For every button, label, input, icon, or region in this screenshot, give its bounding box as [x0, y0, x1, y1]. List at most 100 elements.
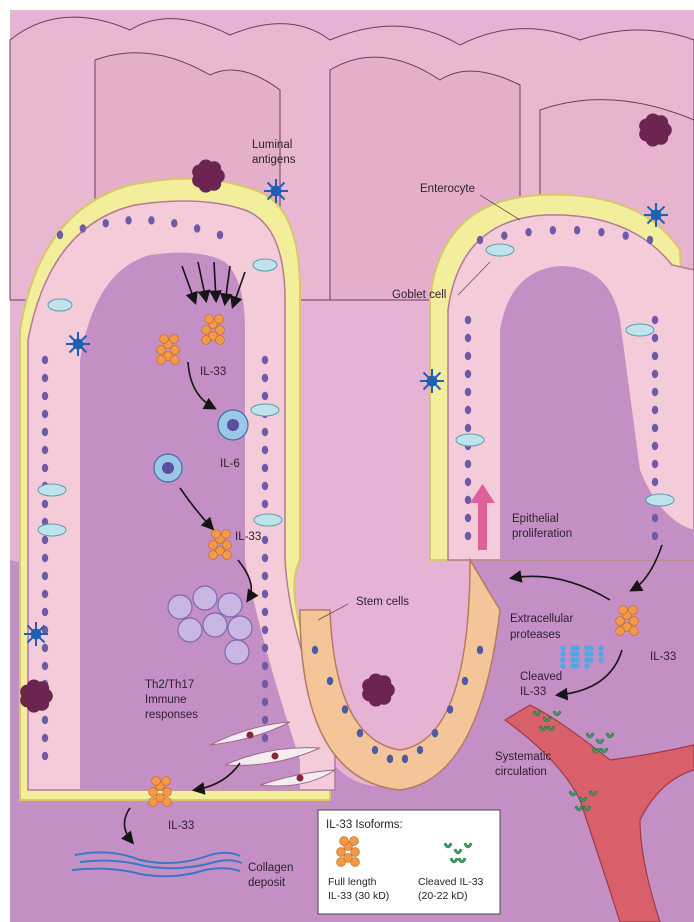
il33-full-length-molecule — [351, 858, 360, 867]
il33-full-length-molecule — [157, 346, 166, 355]
cell-nucleus — [550, 226, 556, 234]
cell-nucleus — [262, 446, 268, 454]
left-villus — [20, 179, 335, 800]
cell-nucleus — [462, 677, 468, 685]
goblet-cell — [253, 259, 277, 271]
legend-cleaved-1: Cleaved IL-33 — [418, 876, 484, 888]
immune-cell — [228, 616, 252, 640]
protease-dot — [588, 651, 593, 656]
cell-nucleus — [262, 428, 268, 436]
goblet-cell — [38, 484, 66, 496]
cell-nucleus — [342, 705, 348, 713]
il33-full-length-molecule — [157, 356, 166, 365]
il33-full-length-molecule — [223, 541, 232, 550]
cell-nucleus — [42, 374, 48, 382]
legend-cleaved-2: (20-22 kD) — [418, 890, 468, 902]
immune-cell — [168, 595, 192, 619]
cell-nucleus — [262, 536, 268, 544]
legend-full-length-2: IL-33 (30 kD) — [328, 890, 389, 902]
antigen-star — [24, 622, 48, 646]
cell-nucleus — [42, 590, 48, 598]
cell-nucleus — [42, 428, 48, 436]
cell-nucleus — [402, 755, 408, 763]
cell-nucleus — [652, 388, 658, 396]
il33-full-length-molecule — [171, 356, 180, 365]
cell-nucleus — [42, 716, 48, 724]
il33-full-length-molecule — [216, 336, 225, 345]
il33-full-length-molecule — [340, 837, 349, 846]
proliferation-arrow-shaft — [478, 502, 487, 550]
antigen-core — [644, 119, 666, 141]
immune-cell — [178, 618, 202, 642]
label-th-immune-3: responses — [145, 709, 198, 721]
cell-nucleus — [465, 460, 471, 468]
goblet-cell — [626, 324, 654, 336]
label-extracellular-proteases-2: proteases — [510, 629, 561, 641]
immune-cell — [193, 586, 217, 610]
label-th-immune-1: Th2/Th17 — [145, 679, 194, 691]
cell-nucleus — [652, 334, 658, 342]
antigen-star — [66, 332, 90, 356]
il33-full-length-molecule — [215, 315, 224, 324]
cell-nucleus — [652, 406, 658, 414]
cell-nucleus — [57, 231, 63, 239]
cell-nucleus — [652, 352, 658, 360]
protease-dot — [588, 657, 593, 662]
il33-full-length-molecule — [205, 315, 214, 324]
il33-full-length-molecule — [616, 627, 625, 636]
cell-nucleus — [42, 572, 48, 580]
cell-nucleus — [217, 231, 223, 239]
antigen-core — [271, 186, 282, 197]
label-collagen-deposit-2: deposit — [248, 877, 286, 889]
goblet-cell — [646, 494, 674, 506]
protease-dot — [598, 651, 603, 656]
antigen-core — [197, 165, 219, 187]
cell-nucleus — [42, 464, 48, 472]
goblet-cell — [254, 514, 282, 526]
cell-nucleus — [262, 680, 268, 688]
cell-nucleus — [623, 231, 629, 239]
cell-nucleus — [465, 352, 471, 360]
cell-nucleus — [262, 644, 268, 652]
cell-nucleus — [465, 334, 471, 342]
cell-nucleus — [598, 228, 604, 236]
cell-nucleus — [42, 752, 48, 760]
protease-dot — [560, 657, 565, 662]
cell-nucleus — [447, 705, 453, 713]
protease-dot — [574, 651, 579, 656]
cell-nucleus — [42, 500, 48, 508]
label-epithelial-proliferation-2: proliferation — [512, 528, 572, 540]
cell-nucleus — [652, 532, 658, 540]
label-il6: IL-6 — [220, 458, 240, 470]
cell-nucleus — [501, 231, 507, 239]
label-goblet-cell: Goblet cell — [392, 289, 446, 301]
antigen-core — [367, 679, 389, 701]
protease-dot — [598, 645, 603, 650]
cell-nucleus — [525, 228, 531, 236]
label-cleaved-il33-1: Cleaved — [520, 671, 562, 683]
cell-nucleus — [262, 590, 268, 598]
cell-nucleus — [194, 224, 200, 232]
label-th-immune-2: Immune — [145, 694, 187, 706]
antigen-core — [31, 629, 42, 640]
cell-nucleus — [42, 356, 48, 364]
goblet-cell — [48, 299, 72, 311]
cell-nucleus — [42, 734, 48, 742]
il33-full-length-molecule — [160, 335, 169, 344]
il33-full-length-molecule — [212, 530, 221, 539]
cell-nucleus — [652, 478, 658, 486]
immune-cell — [218, 593, 242, 617]
cell-nucleus — [227, 419, 239, 431]
antigen-star — [420, 369, 444, 393]
cell-nucleus — [42, 446, 48, 454]
cell-nucleus — [80, 224, 86, 232]
protease-dot — [574, 663, 579, 668]
immune-cell — [225, 640, 249, 664]
cell-nucleus — [652, 424, 658, 432]
legend: IL-33 Isoforms: Full length IL-33 (30 kD… — [318, 810, 500, 914]
cell-nucleus — [262, 572, 268, 580]
cell-nucleus — [262, 500, 268, 508]
il33-full-length-molecule — [337, 858, 346, 867]
il33-full-length-molecule — [149, 798, 158, 807]
